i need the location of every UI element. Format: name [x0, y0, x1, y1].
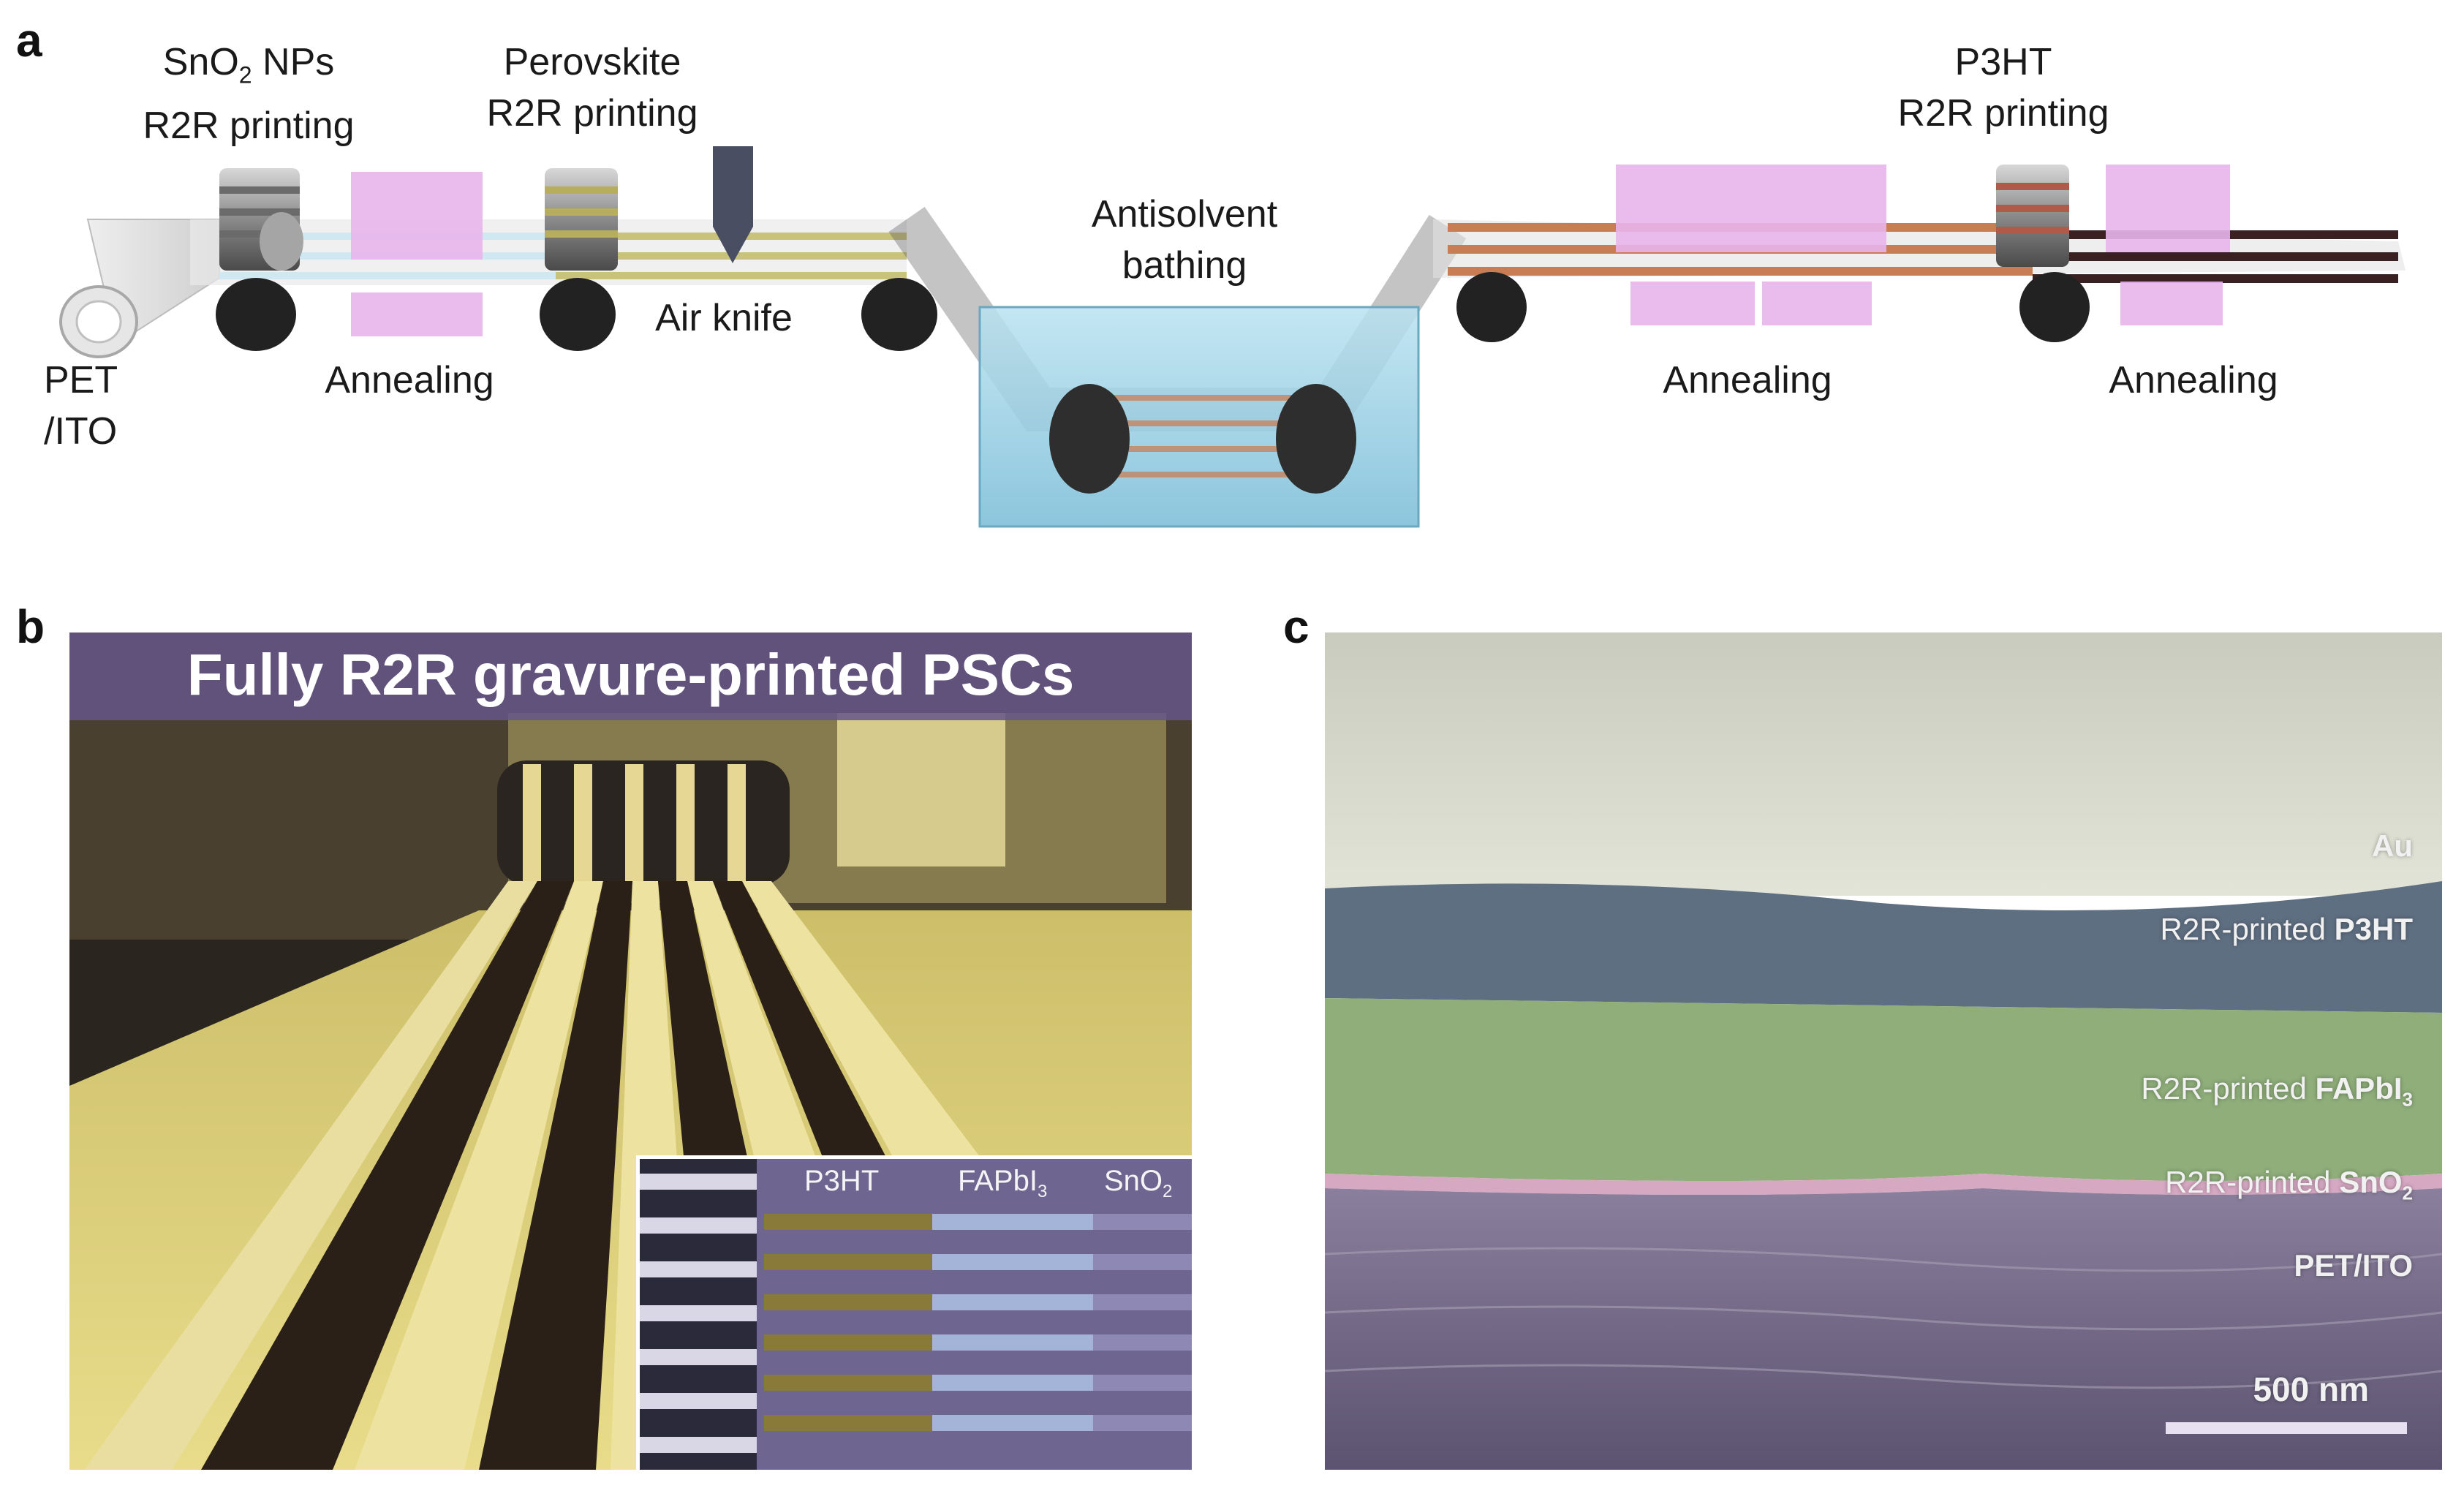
panel-b-letter: b [16, 600, 45, 653]
label-pet-ito: PET /ITO [44, 359, 118, 453]
pet-ito-roll [59, 219, 220, 358]
scale-bar-label: 500 nm [2253, 1370, 2369, 1408]
label-annealing-1: Annealing [325, 359, 494, 401]
annealing-block-1 [351, 172, 483, 336]
label-antisolvent-bathing: Antisolvent bathing [1091, 193, 1278, 287]
inset-sno2-stripes [1093, 1214, 1192, 1431]
panel-c-letter: c [1283, 600, 1310, 653]
antisolvent-bath [888, 206, 1467, 528]
annealing-block-3 [2106, 165, 2230, 325]
sem-layer-petito [1325, 1188, 2442, 1470]
guide-roller-1 [861, 278, 937, 351]
sem-layer-p3ht [1325, 881, 2442, 1013]
panel-c-sem-image: Au R2R-printed P3HT R2R-printed FAPbI3 R… [1325, 633, 2442, 1470]
sem-illustration [1325, 633, 2442, 1470]
label-annealing-3: Annealing [2109, 359, 2278, 401]
label-p3ht-printing: P3HT R2R printing [1897, 41, 2109, 135]
perovskite-gravure-roller [540, 168, 618, 351]
panel-b-photo: Fully R2R gravure-printed PSCs [69, 633, 1192, 1470]
label-air-knife: Air knife [655, 297, 793, 339]
annealing-block-2 [1616, 165, 1886, 325]
sem-layer-fapbi3 [1325, 998, 2442, 1181]
panel-a-letter: a [16, 14, 42, 67]
scale-bar-line [2166, 1422, 2407, 1434]
inset-fapbi-stripes [932, 1214, 1093, 1431]
sem-layer-sno2 [1325, 1174, 2442, 1195]
inset-illustration [640, 1159, 1192, 1470]
p3ht-gravure-roller [1996, 165, 2090, 342]
bath-stripes [1082, 395, 1301, 477]
air-knife [713, 146, 753, 263]
photo-inset: P3HT FAPbI3 SnO2 [636, 1155, 1192, 1470]
inset-label-sno2: SnO2 [1104, 1165, 1173, 1201]
inset-label-p3ht: P3HT [804, 1165, 880, 1197]
web-stripes-segment-2 [1433, 219, 2406, 283]
sem-label-petito: PET/ITO [2294, 1248, 2413, 1283]
inset-p3ht-stripes [764, 1214, 932, 1431]
photo-title-banner [69, 633, 1192, 720]
label-annealing-2: Annealing [1663, 359, 1832, 401]
sem-label-fapbi3: R2R-printed FAPbI3 [2141, 1071, 2413, 1111]
label-sno2-printing: SnO2 NPs R2R printing [143, 41, 355, 148]
label-perovskite-printing: Perovskite R2R printing [486, 41, 698, 135]
r2r-process-schematic [59, 146, 2406, 528]
sem-label-au: Au [2372, 828, 2413, 863]
photo-title: Fully R2R gravure-printed PSCs [186, 642, 1075, 707]
sem-layer-au [1325, 633, 2442, 896]
sem-label-sno2: R2R-printed SnO2 [2165, 1165, 2413, 1204]
inset-label-fapbi3: FAPbI3 [958, 1165, 1048, 1201]
guide-roller-2 [1456, 272, 1527, 342]
sno2-gravure-roller [216, 168, 303, 351]
sem-label-p3ht: R2R-printed P3HT [2160, 912, 2413, 946]
